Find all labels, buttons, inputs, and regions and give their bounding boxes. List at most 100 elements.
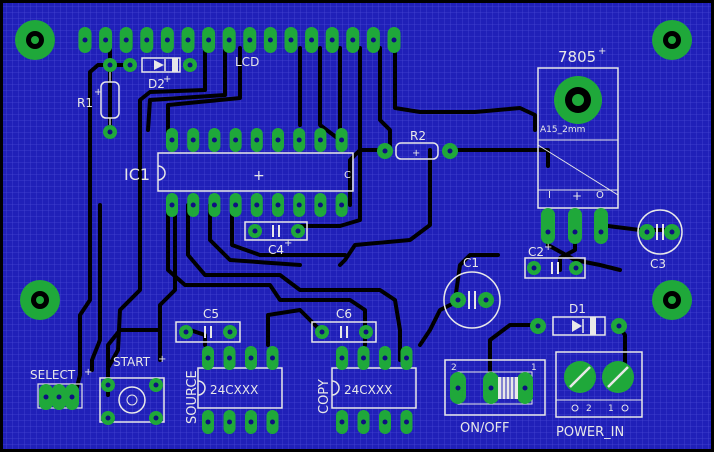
pad-icon bbox=[245, 410, 257, 434]
pad-icon bbox=[336, 346, 348, 370]
pad-icon bbox=[140, 27, 154, 53]
diode-d2: D2 + bbox=[123, 57, 197, 91]
capacitor-icon bbox=[468, 291, 476, 309]
capacitor-c1: C1 bbox=[443, 256, 501, 329]
d1-label: D1 bbox=[569, 302, 586, 316]
r2-label: R2 bbox=[410, 129, 426, 143]
pad-icon bbox=[336, 410, 348, 434]
power-in-label: POWER_IN bbox=[556, 425, 624, 440]
reg-label: 7805 bbox=[558, 48, 596, 66]
capacitor-icon bbox=[272, 225, 280, 237]
capacitor-c3: C3 bbox=[637, 209, 683, 271]
reg-pin-g: + bbox=[572, 189, 582, 203]
pad-icon bbox=[250, 128, 263, 152]
pad-icon bbox=[293, 193, 306, 217]
pad-icon bbox=[181, 27, 195, 53]
pad-icon bbox=[400, 410, 413, 434]
pad-icon bbox=[78, 27, 92, 53]
capacitor-c2: C2 + bbox=[524, 242, 586, 279]
pad-icon bbox=[379, 410, 391, 434]
pad-icon bbox=[245, 346, 257, 370]
capacitor-c4: C4 + bbox=[244, 221, 308, 257]
pad-icon bbox=[305, 27, 319, 53]
pad-icon bbox=[187, 193, 200, 217]
regulator-7805: 7805 + A15_2mm I + O bbox=[537, 46, 619, 244]
pad-icon bbox=[243, 27, 257, 53]
pad-icon bbox=[357, 346, 370, 370]
c2-label: C2 bbox=[528, 245, 544, 259]
pad-icon bbox=[263, 27, 277, 53]
copy-label: COPY bbox=[317, 379, 332, 414]
ic1: IC1 + C bbox=[124, 128, 354, 217]
pad-icon bbox=[119, 27, 133, 53]
regulator-pads bbox=[541, 208, 608, 244]
pad-icon bbox=[160, 27, 174, 53]
pad-icon bbox=[266, 410, 279, 434]
pushbutton-icon bbox=[118, 386, 146, 414]
pad-icon bbox=[387, 27, 401, 53]
capacitor-icon bbox=[204, 326, 212, 338]
c2-plus: + bbox=[544, 242, 552, 253]
diode-d1: D1 bbox=[530, 302, 627, 336]
pad-icon bbox=[357, 410, 370, 434]
eeprom-source: 24CXXX SOURCE bbox=[185, 346, 283, 434]
source-label: SOURCE bbox=[185, 370, 200, 424]
pad-icon bbox=[325, 27, 339, 53]
pad-icon bbox=[379, 346, 391, 370]
start-label: START bbox=[113, 355, 151, 369]
pad-icon bbox=[208, 128, 221, 152]
power-in-terminal: 2 1 POWER_IN bbox=[555, 351, 643, 440]
pad-icon bbox=[202, 410, 214, 434]
resistor-icon bbox=[100, 72, 120, 125]
switch-pin-1: 1 bbox=[531, 363, 537, 373]
mounting-hole-icon bbox=[20, 280, 60, 320]
pad-icon bbox=[223, 346, 236, 370]
pad-icon bbox=[400, 346, 413, 370]
eeprom2-label: 24CXXX bbox=[344, 383, 392, 397]
capacitor-icon bbox=[551, 262, 559, 274]
lcd-label: LCD bbox=[235, 55, 259, 69]
capacitor-c5: C5 bbox=[175, 307, 241, 343]
ic1-pin-c: C bbox=[344, 170, 351, 181]
pad-icon bbox=[99, 27, 113, 53]
d2-plus: + bbox=[163, 74, 171, 85]
pad-icon bbox=[266, 346, 279, 370]
trace-layer bbox=[73, 46, 667, 397]
c1-label: C1 bbox=[463, 256, 479, 270]
resistor-r2: R2 + bbox=[377, 129, 458, 160]
eeprom-copy: 24CXXX COPY bbox=[317, 346, 417, 434]
pad-icon bbox=[166, 128, 178, 152]
select-plus: + bbox=[84, 367, 92, 378]
select-jumper: SELECT + bbox=[30, 367, 92, 410]
switch-pin-2: 2 bbox=[451, 363, 457, 373]
lcd-header: LCD bbox=[78, 27, 401, 69]
reg-pin-o: O bbox=[596, 190, 604, 201]
on-off-label: ON/OFF bbox=[460, 421, 510, 436]
terminal-pin-1: 1 bbox=[608, 404, 614, 414]
start-plus: + bbox=[158, 354, 166, 365]
pad-icon bbox=[284, 27, 298, 53]
diode-icon bbox=[572, 317, 596, 335]
pad-icon bbox=[366, 27, 380, 53]
pad-icon bbox=[314, 193, 327, 217]
pad-icon bbox=[314, 128, 327, 152]
resistor-r1: R1 + bbox=[77, 58, 120, 139]
select-label: SELECT bbox=[30, 368, 76, 382]
pad-icon bbox=[202, 27, 216, 53]
capacitor-c6: C6 bbox=[311, 307, 377, 343]
reg-plus: + bbox=[598, 46, 606, 57]
mounting-hole-icon bbox=[15, 20, 55, 60]
pad-icon bbox=[229, 128, 242, 152]
pad-icon bbox=[335, 128, 348, 152]
ic1-label: IC1 bbox=[124, 165, 150, 184]
pad-icon bbox=[223, 410, 236, 434]
c5-label: C5 bbox=[203, 307, 219, 321]
r1-label: R1 bbox=[77, 96, 93, 110]
d2-label: D2 bbox=[148, 77, 165, 91]
reg-pin-i: I bbox=[548, 190, 551, 201]
pad-icon bbox=[202, 346, 214, 370]
pad-icon bbox=[293, 128, 306, 152]
pad-icon bbox=[250, 193, 263, 217]
